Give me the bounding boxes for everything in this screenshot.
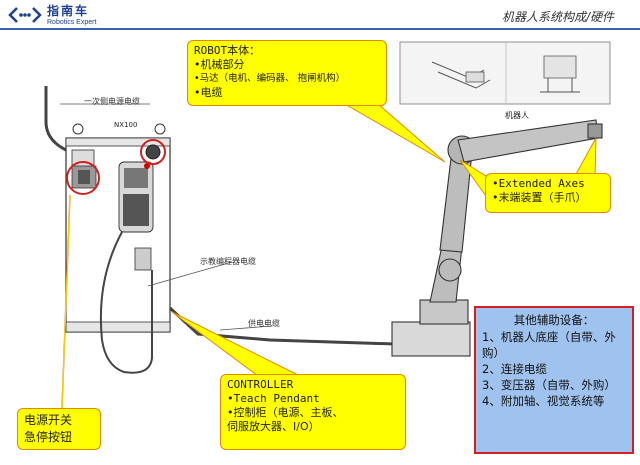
gripper-insets — [399, 41, 611, 105]
controller-cabinet — [65, 123, 171, 333]
extended-item: •末端装置（手爪） — [492, 191, 587, 204]
estop-highlight — [140, 139, 166, 165]
leader-pendant-cable — [147, 261, 233, 287]
controller-title: CONTROLLER — [227, 378, 294, 391]
robot-body-item: •机械部分 — [194, 58, 245, 71]
power-item: 电源开关 — [24, 413, 73, 427]
header-divider — [0, 28, 640, 30]
controller-item: •Teach Pendant — [227, 392, 320, 405]
aux-title: 其他辅助设备： — [513, 313, 595, 327]
robot-arm — [391, 119, 603, 357]
power-supply-cable — [168, 306, 396, 346]
controller-item: •控制柜（电源、主板、 — [227, 406, 344, 419]
teach-pendant-cable — [99, 231, 153, 374]
robot-body-title: ROBOT本体： — [194, 44, 261, 57]
teach-pendant-cable-label: 示教编程器电缆 — [200, 257, 256, 266]
power-pointer-switch-fill — [61, 194, 71, 409]
aux-item: 4、附加轴、视觉系统等 — [482, 394, 605, 408]
logo-name-cn: 指南车 — [47, 3, 90, 18]
brand-logo: 指南车 Robotics Expert — [8, 4, 96, 26]
power-item: 急停按钮 — [24, 430, 73, 444]
controller-callout: CONTROLLER •Teach Pendant •控制柜（电源、主板、 伺服… — [220, 374, 406, 450]
robot-body-item: •马达（电机、编码器、 抱闸机构） — [194, 73, 346, 84]
robot-body-item: •电缆 — [194, 86, 223, 99]
robot-label: 机器人 — [505, 110, 529, 120]
power-switch-highlight — [66, 161, 100, 195]
logo-mark-icon — [8, 7, 42, 23]
controller-pointer — [171, 311, 301, 377]
aux-item: 2、连接电缆 — [482, 362, 547, 376]
logo-name-en: Robotics Expert — [47, 18, 97, 26]
aux-item: 3、变压器（自带、外购） — [482, 378, 616, 392]
aux-item: 1、机器人底座（自带、外购） — [482, 330, 616, 360]
page-title: 机器人系统构成/硬件 — [501, 10, 614, 24]
extended-item: •Extended Axes — [492, 177, 585, 190]
controller-model-label: NX100 — [114, 121, 137, 129]
auxiliary-equipment-box: 其他辅助设备： 1、机器人底座（自带、外购） 2、连接电缆 3、变压器（自带、外… — [474, 306, 634, 454]
gripper-pointer — [574, 137, 597, 177]
primary-power-cable — [44, 86, 67, 152]
robot-body-callout: ROBOT本体： •机械部分 •马达（电机、编码器、 抱闸机构） •电缆 — [187, 40, 387, 106]
power-estop-callout: 电源开关 急停按钮 — [17, 408, 101, 450]
robot-body-pointer — [343, 103, 446, 163]
power-supply-cable-label: 供电电缆 — [248, 319, 280, 328]
controller-item: 伺服放大器、I/O） — [227, 420, 320, 433]
extended-axes-callout: •Extended Axes •末端装置（手爪） — [485, 173, 611, 213]
primary-power-cable-label: 一次侧电源电缆 — [84, 97, 140, 106]
leader-supply-cable — [219, 325, 273, 331]
